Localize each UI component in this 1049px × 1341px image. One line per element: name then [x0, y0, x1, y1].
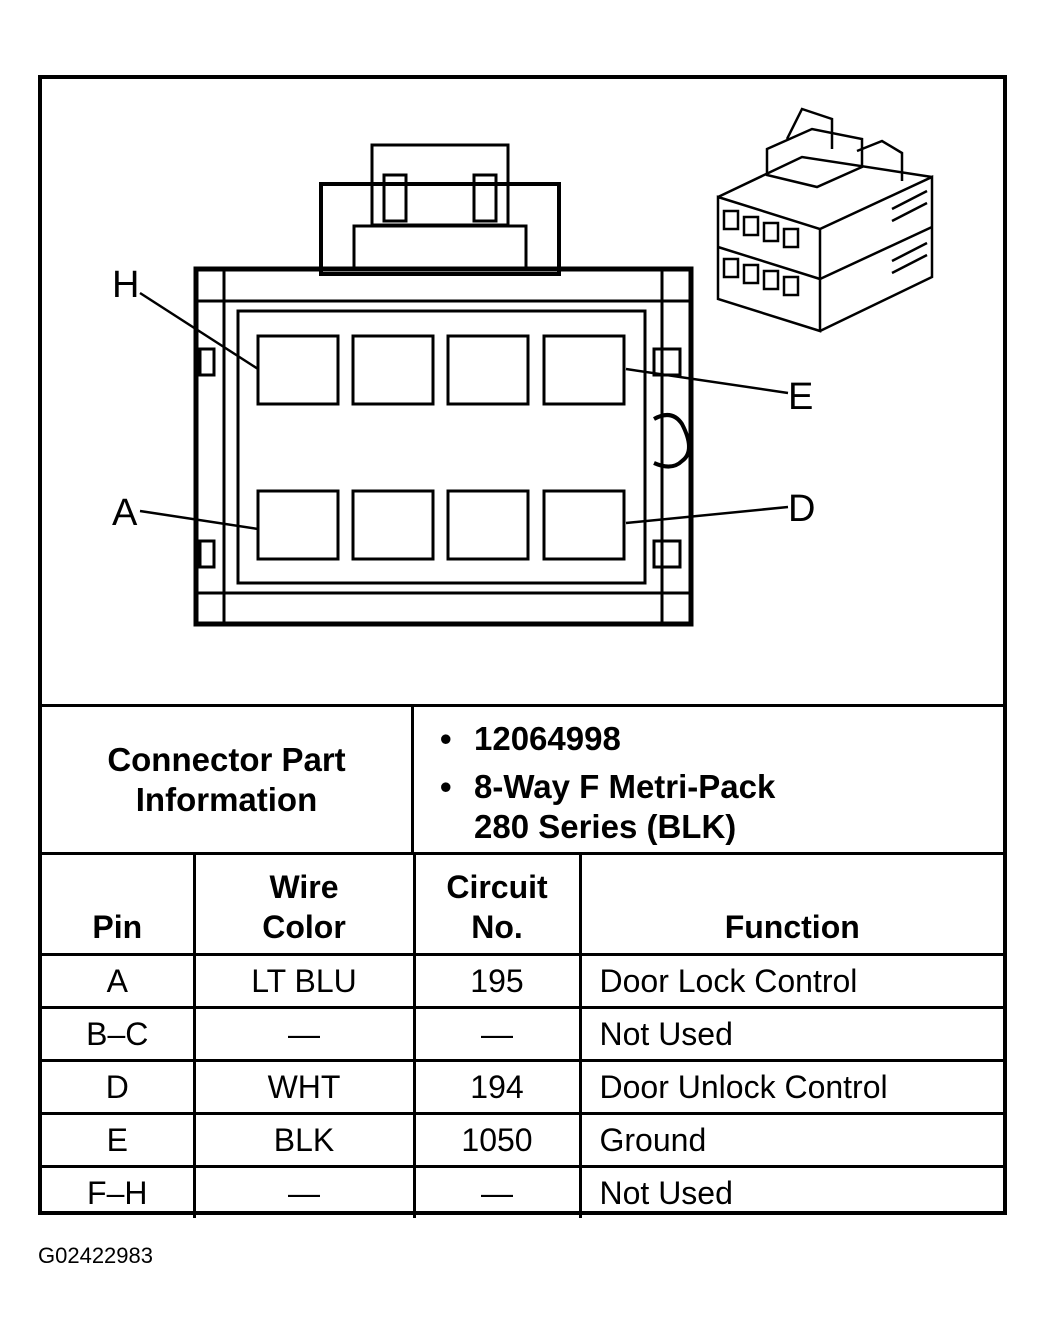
connector-figure-frame: H E A D Connector Part Information • 120…	[38, 75, 1007, 1218]
figure-id: G02422983	[38, 1243, 153, 1268]
cell-pin: A	[42, 953, 196, 1009]
cell-circuit: —	[412, 1165, 582, 1218]
cell-pin: E	[42, 1112, 196, 1168]
leader-line	[139, 291, 259, 371]
cell-circuit: 195	[412, 953, 582, 1009]
cell-wire-color: —	[192, 1006, 416, 1062]
bullet-icon: •	[440, 768, 452, 805]
pin-table-header: Pin Wire Color Circuit No. Function	[42, 852, 1003, 956]
leader-line	[625, 367, 789, 395]
part-number: • 12064998	[440, 720, 621, 757]
cell-circuit: —	[412, 1006, 582, 1062]
leader-line	[139, 509, 259, 531]
cell-function: Not Used	[578, 1165, 1003, 1218]
header-function: Function	[578, 852, 1003, 956]
cell-wire-color: LT BLU	[192, 953, 416, 1009]
pin-cavity	[351, 334, 435, 406]
cell-wire-color: BLK	[192, 1112, 416, 1168]
bullet-icon: •	[440, 720, 452, 757]
cell-circuit: 1050	[412, 1112, 582, 1168]
pin-cavity	[256, 489, 340, 561]
connector-perspective-view	[716, 107, 934, 333]
connector-part-info-values: • 12064998 • 8-Way F Metri-Pack 280 Seri…	[414, 707, 1003, 852]
header-pin: Pin	[42, 852, 196, 956]
pin-cavity	[542, 334, 626, 406]
leader-line	[625, 505, 789, 525]
table-row: B–C — — Not Used	[42, 1006, 1003, 1062]
table-row: A LT BLU 195 Door Lock Control	[42, 953, 1003, 1009]
pin-label-a: A	[112, 492, 138, 534]
pin-cavity	[542, 489, 626, 561]
cell-wire-color: WHT	[192, 1059, 416, 1115]
cell-pin: B–C	[42, 1006, 196, 1062]
connector-diagram: H E A D	[112, 107, 934, 627]
connector-part-info: Connector Part Information • 12064998 • …	[42, 704, 1003, 852]
table-row: D WHT 194 Door Unlock Control	[42, 1059, 1003, 1115]
pin-cavity	[446, 489, 530, 561]
connector-description: • 8-Way F Metri-Pack 280 Series (BLK)	[440, 768, 776, 845]
pin-table: Pin Wire Color Circuit No. Function A LT…	[42, 852, 1003, 1218]
connector-face	[193, 266, 694, 627]
table-row: E BLK 1050 Ground	[42, 1112, 1003, 1168]
cell-function: Not Used	[578, 1006, 1003, 1062]
pin-cavity	[446, 334, 530, 406]
header-wire-color: Wire Color	[192, 852, 416, 956]
pin-cavity	[256, 334, 340, 406]
pin-label-d: D	[788, 488, 815, 530]
cell-pin: F–H	[42, 1165, 196, 1218]
cell-function: Door Unlock Control	[578, 1059, 1003, 1115]
cell-pin: D	[42, 1059, 196, 1115]
pin-cavity	[351, 489, 435, 561]
pin-label-e: E	[788, 376, 813, 418]
cell-function: Ground	[578, 1112, 1003, 1168]
connector-latch	[319, 143, 561, 276]
table-row: F–H — — Not Used	[42, 1165, 1003, 1218]
cell-circuit: 194	[412, 1059, 582, 1115]
connector-part-info-label: Connector Part Information	[42, 707, 414, 852]
pin-label-h: H	[112, 264, 139, 306]
cell-function: Door Lock Control	[578, 953, 1003, 1009]
cell-wire-color: —	[192, 1165, 416, 1218]
header-circuit: Circuit No.	[412, 852, 582, 956]
